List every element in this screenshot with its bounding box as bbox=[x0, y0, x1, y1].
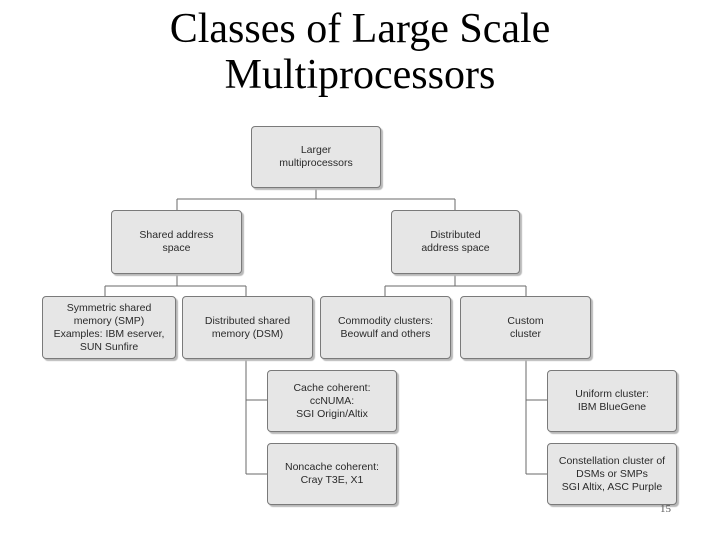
node-label: SGI Origin/Altix bbox=[296, 407, 368, 420]
node-label: Shared address bbox=[139, 229, 214, 241]
node-label: Larger bbox=[300, 144, 332, 156]
node-label: Commodity clusters: bbox=[337, 314, 434, 327]
node-label: Custom bbox=[507, 314, 544, 327]
node-label: cluster bbox=[510, 327, 541, 340]
node-label: address space bbox=[421, 242, 490, 254]
node-label: Constellation cluster of bbox=[558, 454, 666, 467]
node-label: SUN Sunfire bbox=[79, 340, 139, 353]
node-label: multiprocessors bbox=[279, 157, 353, 169]
node-label: SGI Altix, ASC Purple bbox=[561, 480, 663, 493]
slide-title: Classes of Large Scale Multiprocessors bbox=[0, 6, 720, 98]
title-line-1: Classes of Large Scale bbox=[169, 6, 551, 52]
node-label: memory (DSM) bbox=[211, 327, 284, 340]
node-label: space bbox=[162, 242, 191, 254]
node-commodity-clusters: Commodity clusters:Beowulf and others bbox=[320, 296, 451, 359]
node-label: ccNUMA: bbox=[309, 394, 355, 407]
node-label: Symmetric shared bbox=[66, 301, 152, 314]
node-label: memory (SMP) bbox=[73, 314, 145, 327]
node-label: Distributed shared bbox=[204, 314, 291, 327]
node-uniform-cluster: Uniform cluster:IBM BlueGene bbox=[547, 370, 677, 432]
node-label: DSMs or SMPs bbox=[576, 467, 648, 480]
node-label: Examples: IBM eserver, bbox=[53, 327, 165, 340]
node-label: Cray T3E, X1 bbox=[300, 474, 364, 486]
node-label: IBM BlueGene bbox=[577, 401, 647, 413]
node-label: Beowulf and others bbox=[340, 327, 431, 340]
node-label: Distributed bbox=[430, 229, 481, 241]
page-number: 15 bbox=[660, 503, 671, 515]
node-constellation-cluster: Constellation cluster of DSMs or SMPs SG… bbox=[547, 443, 677, 505]
node-smp: Symmetric shared memory (SMP) Examples: … bbox=[42, 296, 176, 359]
title-line-2: Multiprocessors bbox=[224, 52, 496, 98]
node-label: Cache coherent: bbox=[293, 381, 371, 394]
node-label: Uniform cluster: bbox=[575, 388, 649, 400]
node-noncache-coherent: Noncache coherent:Cray T3E, X1 bbox=[267, 443, 397, 505]
node-label: Noncache coherent: bbox=[285, 461, 379, 473]
node-cache-coherent: Cache coherent: ccNUMA: SGI Origin/Altix bbox=[267, 370, 397, 432]
